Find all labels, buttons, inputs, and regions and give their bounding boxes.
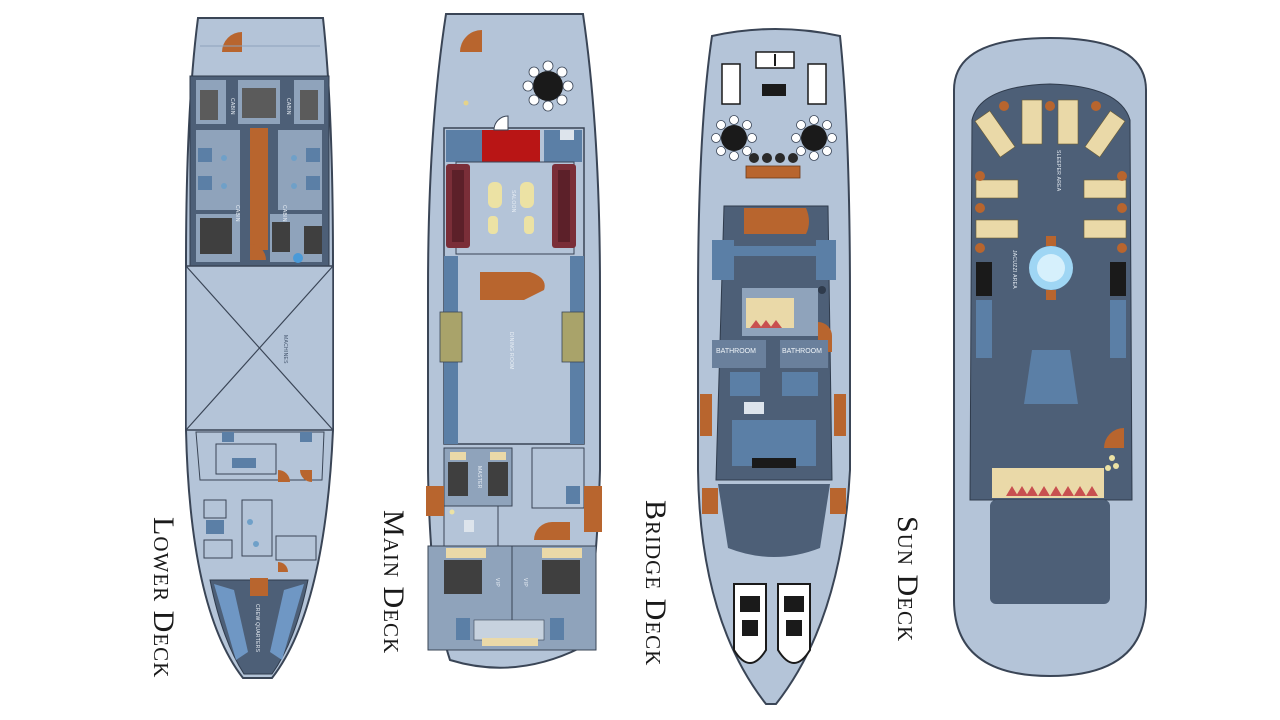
lower-room-label: MACHINES [282, 335, 288, 364]
main-red-rug [482, 130, 540, 162]
lower-room-label: CABIN [281, 205, 287, 222]
bridge-tender-boats [733, 583, 811, 664]
main-room-label: MASTER [476, 466, 482, 489]
sun-deck-plan: SLEEPER AREA JACUZZI AREA [953, 36, 1147, 678]
deck-label-bridge: Bridge Deck [639, 500, 672, 667]
bridge-bar-counter [745, 165, 801, 179]
sun-room-label: SLEEPER AREA [1055, 150, 1061, 192]
main-stair [480, 272, 545, 300]
main-room-label: VIP [494, 578, 500, 587]
main-deck-plan: SALOON DINING ROOM MASTER VIP VIP [426, 13, 602, 669]
lower-room-label: CABIN [234, 205, 240, 222]
main-room-label: VIP [522, 578, 528, 587]
lower-corridor [250, 128, 268, 250]
main-room-label: DINING ROOM [508, 332, 514, 370]
sun-center-table [1024, 350, 1078, 404]
bridge-room-label: BATHROOM [716, 348, 756, 355]
sun-room-label: JACUZZI AREA [1011, 250, 1017, 289]
bridge-room-label: BATHROOM [782, 348, 822, 355]
deck-label-main: Main Deck [377, 510, 410, 655]
main-room-label: SALOON [510, 190, 516, 213]
lower-bow-stair [222, 32, 242, 52]
lower-room-label: CABIN [285, 98, 291, 115]
lower-room-label: CABIN [229, 98, 235, 115]
bridge-deck-plan: BATHROOM BATHROOM [697, 28, 851, 705]
deck-label-sun: Sun Deck [891, 516, 924, 643]
sun-loungers [974, 99, 1127, 239]
sun-aft-sofa [992, 468, 1104, 498]
lower-room-label: CREW QUARTERS [254, 604, 260, 653]
main-bow-table [533, 71, 563, 101]
bridge-aft-deck [718, 484, 830, 557]
lower-deck-plan: CABIN CABIN CABIN CABIN MACHINES CREW QU… [185, 17, 334, 679]
sun-aft-deck [990, 500, 1110, 604]
deck-label-lower: Lower Deck [147, 517, 180, 679]
